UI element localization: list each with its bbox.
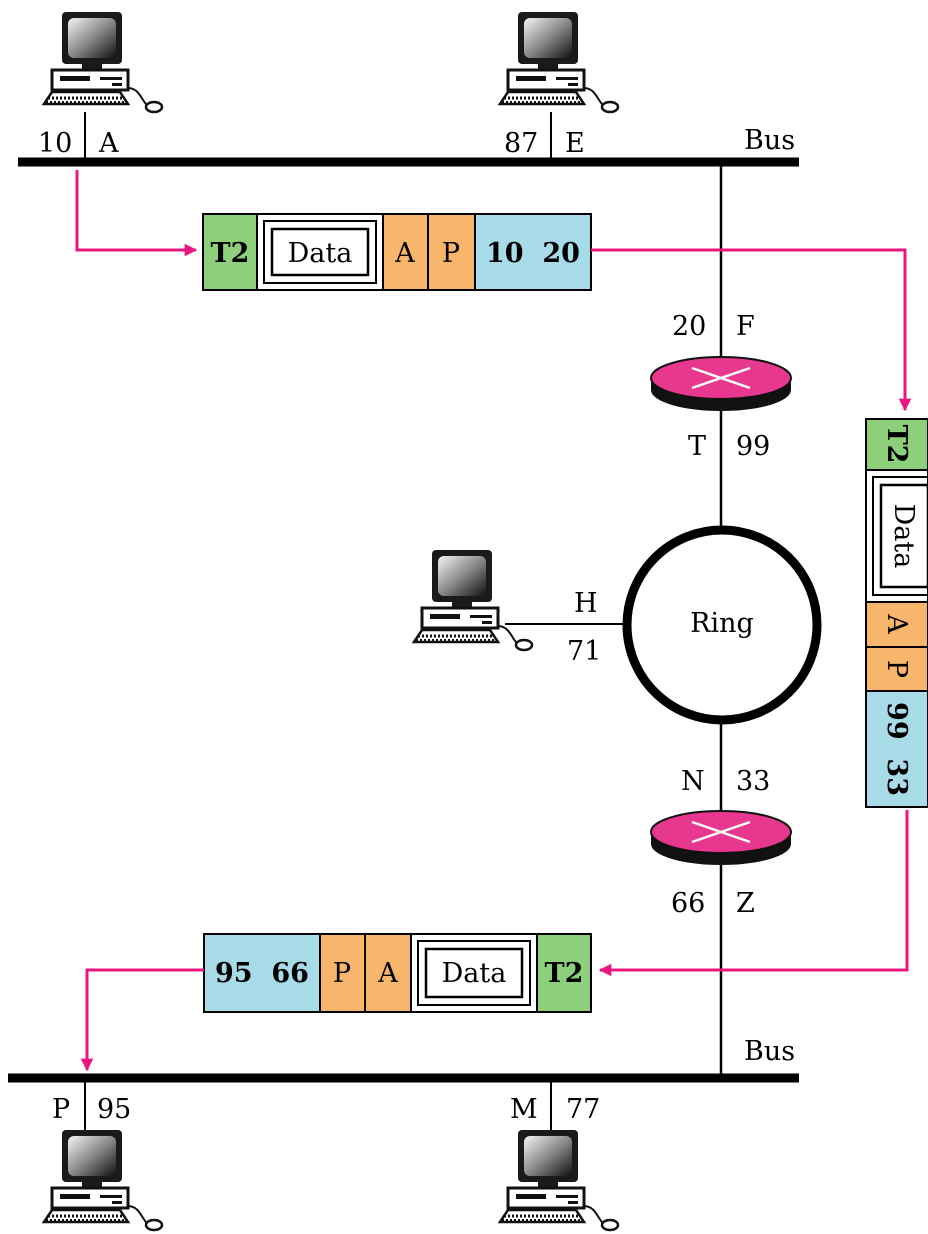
frame-3-data: Data [442,958,507,989]
router-2-icon [650,810,792,865]
host-e-physical-address: 87 [504,128,538,159]
host-m-physical-address: 77 [566,1094,600,1125]
flow-arrow-a-to-frame1 [75,170,198,257]
frame-3-header-a: A [377,958,398,989]
frame-1-trailer: T2 [211,238,250,269]
router-1-ring-logical: T [688,431,706,462]
router-1-bus-physical: 20 [672,311,706,342]
top-bus-label: Bus [744,125,795,156]
ring-label: Ring [690,608,754,639]
frame-3-header-p: P [333,958,351,989]
host-e-logical-address: E [565,128,585,159]
host-a-physical-address: 10 [38,128,72,159]
frame-2-trailer: T2 [881,425,912,464]
frame-1: T2 Data A P 10 20 [202,213,592,291]
flow-arrow-frame2-to-frame3 [598,810,909,977]
host-e-computer-icon [498,10,620,114]
router-2-bus-physical: 66 [671,888,705,919]
flow-arrow-frame1-to-frame2 [591,248,912,412]
frame-2-data: Data [888,504,919,569]
host-p-logical-address: P [52,1094,70,1125]
frame-2-header-a: A [881,613,912,634]
frame-3: 95 66 P A Data T2 [203,933,592,1013]
frame-1-address: 10 20 [486,238,580,269]
frame-3-trailer: T2 [545,958,584,989]
host-a-computer-icon [42,10,164,114]
router-1-ring-physical: 99 [736,431,770,462]
host-m-computer-icon [498,1128,620,1232]
host-p-computer-icon [42,1128,164,1232]
frame-2-address: 99 33 [881,702,912,796]
router-2-bus-logical: Z [736,888,755,919]
bottom-bus-label: Bus [744,1036,795,1067]
router-1-icon [650,356,792,411]
frame-2: T2 Data A P 99 33 [865,418,928,808]
frame-2-header-p: P [881,660,912,678]
frame-3-address: 95 66 [215,958,309,989]
frame-1-data: Data [288,238,353,269]
router-2-ring-physical: 33 [736,766,770,797]
frame-1-header-p: P [442,238,460,269]
frame-1-header-a: A [394,238,415,269]
router-1-bus-logical: F [736,311,755,342]
host-h-logical-address: H [574,588,598,619]
host-h-physical-address: 71 [567,636,601,667]
host-h-computer-icon [412,548,534,652]
host-p-physical-address: 95 [97,1094,131,1125]
flow-arrow-frame3-to-p [80,968,204,1072]
router-2-ring-logical: N [681,766,705,797]
host-m-logical-address: M [510,1094,538,1125]
host-a-logical-address: A [98,128,119,159]
